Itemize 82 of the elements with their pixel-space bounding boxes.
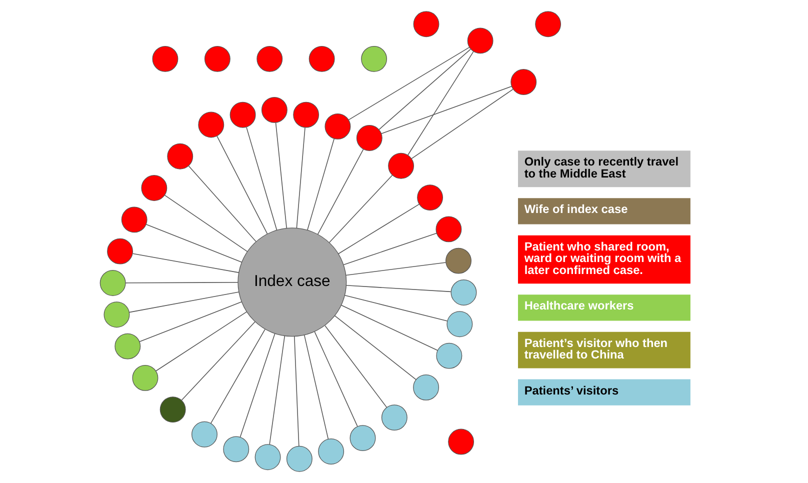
connector (346, 262, 446, 276)
node-circle (256, 46, 283, 72)
node-circle (535, 11, 562, 38)
connector (317, 149, 364, 235)
connector (314, 331, 358, 427)
node-circle (510, 69, 537, 95)
connector (181, 321, 256, 400)
node-circle (417, 184, 444, 211)
node-circle (436, 342, 462, 369)
legend-label: Patient who shared room, ward or waiting room with a later confirmed case. (524, 239, 682, 278)
connector (411, 88, 514, 160)
connector (240, 333, 276, 438)
node-circle (121, 206, 148, 233)
connector (324, 325, 388, 408)
node-circle (318, 438, 344, 464)
node-circle (450, 280, 477, 306)
node-circle (104, 302, 130, 328)
node-circle (446, 311, 473, 338)
node-circle (230, 102, 256, 128)
legend-label: Patient’s visitor who then travelled to China (524, 336, 668, 362)
connector (139, 302, 242, 342)
connector (296, 127, 306, 228)
legend-label: Wife of index case (524, 202, 628, 216)
node-circle (167, 143, 194, 170)
connector (381, 86, 512, 134)
connector (307, 138, 335, 230)
node-circle (293, 102, 320, 128)
node-circle (286, 446, 312, 472)
connector (328, 174, 393, 243)
connector (378, 48, 471, 130)
node-circle (160, 396, 186, 423)
connector (269, 335, 286, 445)
legend-label: Healthcare workers (524, 298, 634, 313)
node-circle (261, 96, 288, 123)
node-circle (350, 425, 376, 452)
connector (294, 336, 300, 446)
node-circle (388, 152, 414, 179)
connector (132, 253, 240, 273)
node-circle (381, 404, 408, 431)
node-circle (132, 364, 158, 391)
connector (216, 136, 268, 234)
node-circle (436, 216, 462, 242)
connector (344, 294, 448, 322)
node-circle (324, 113, 351, 140)
connector (334, 315, 416, 380)
node-circle (100, 270, 126, 296)
connector (246, 126, 278, 231)
connector (341, 304, 438, 351)
node-circle (192, 421, 218, 448)
node-circle (114, 333, 141, 360)
connector (125, 282, 238, 284)
connector (408, 51, 474, 156)
node-circle (223, 436, 250, 462)
connector (188, 166, 256, 242)
legend-label: Patients’ visitors (524, 383, 619, 398)
node-circle (467, 28, 494, 54)
connector (155, 311, 248, 372)
node-circle: Index case (238, 228, 347, 337)
node-circle (413, 11, 440, 38)
connector (164, 194, 248, 252)
connector (304, 334, 329, 440)
node-circle (152, 46, 178, 72)
node-circle (361, 46, 388, 72)
node-circle (448, 428, 474, 455)
connector (343, 232, 437, 266)
node-circle (107, 238, 133, 264)
node-circle (198, 112, 224, 138)
connector (146, 224, 242, 262)
connector (275, 122, 287, 229)
node-circle (308, 46, 335, 72)
connector (348, 46, 470, 120)
connector (128, 292, 240, 313)
connector (338, 204, 420, 254)
node-circle (204, 46, 230, 72)
node-circle (356, 125, 382, 151)
connector (210, 328, 266, 424)
node-circle (254, 444, 281, 470)
node-circle (446, 248, 472, 274)
connector (346, 285, 452, 292)
node-circle (141, 175, 168, 201)
node-circle (413, 374, 440, 400)
legend-label: Only case to recently travel to the Middle East (524, 154, 679, 181)
